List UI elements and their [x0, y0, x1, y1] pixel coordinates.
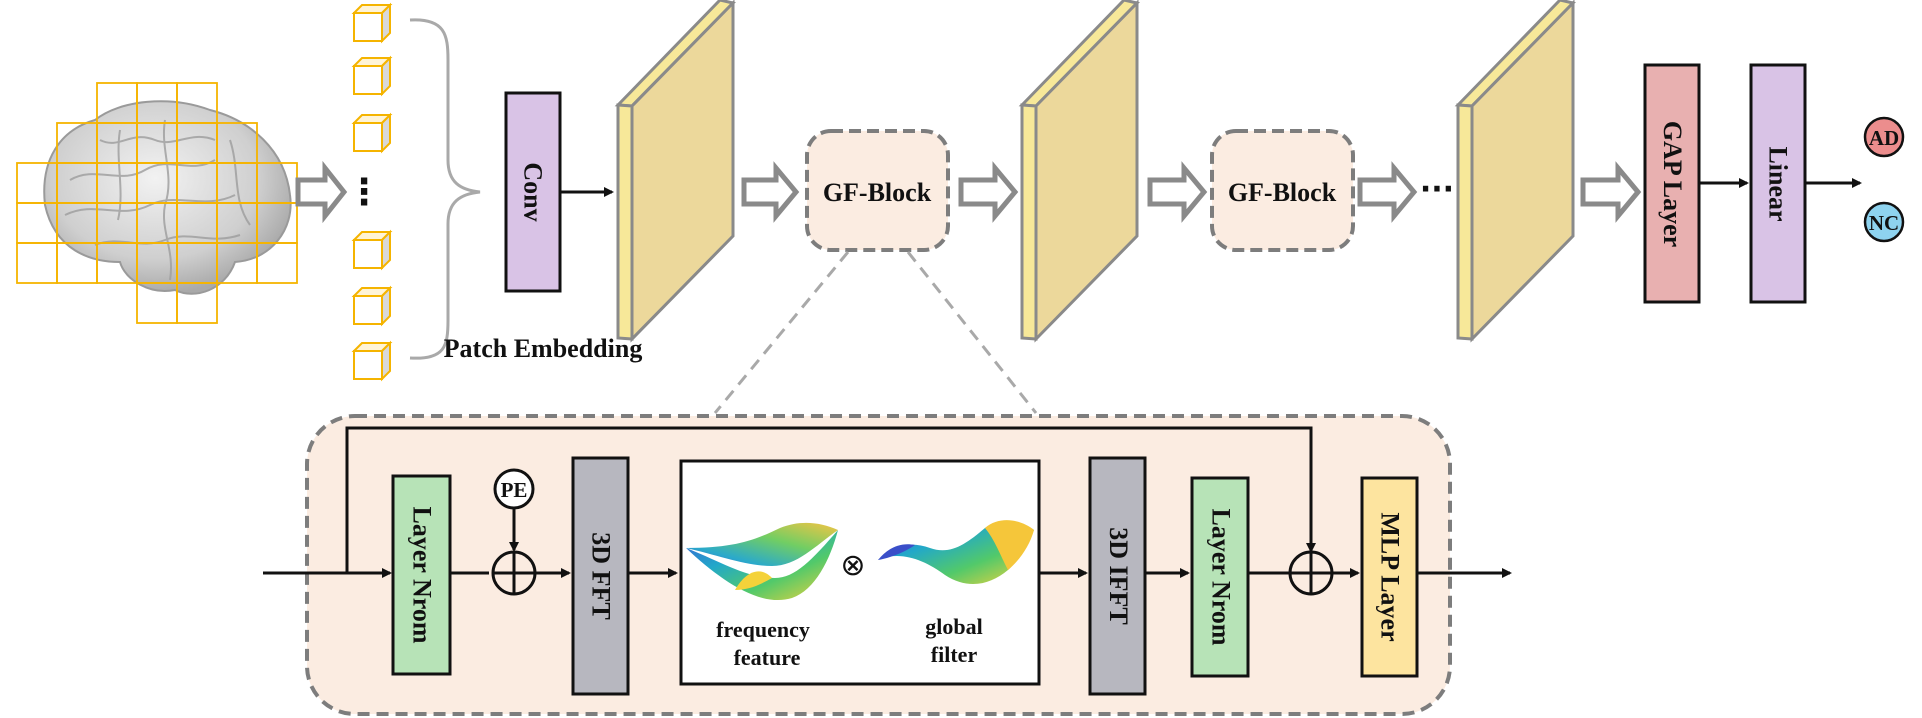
- hollow-arrow-3: [958, 161, 1019, 223]
- patch-cell: [176, 282, 218, 324]
- pe-label: PE: [501, 478, 528, 502]
- output-ad-circle: [1863, 116, 1905, 158]
- layer-norm-1-label: Layer Nrom: [407, 506, 437, 644]
- frequency-feature-label-2: feature: [734, 645, 801, 670]
- patch-cube: [351, 229, 393, 271]
- add-node-1: [491, 550, 537, 596]
- patch-cube: [351, 55, 393, 97]
- detail-connector-right: [906, 251, 1038, 414]
- patch-cell: [16, 242, 58, 284]
- output-ad-label: AD: [1869, 126, 1899, 150]
- skip-connection: [345, 426, 1316, 573]
- mlp-layer-box: [1360, 476, 1419, 678]
- continuation-ellipsis: ···: [1420, 172, 1454, 207]
- gf-block-1-label: GF-Block: [823, 178, 932, 207]
- patch-grid: [16, 82, 298, 324]
- layer-norm-2-label: Layer Nrom: [1206, 508, 1235, 646]
- add-node-2: [1288, 550, 1334, 596]
- conv-label: Conv: [519, 162, 548, 222]
- hollow-arrow-5: [1357, 161, 1418, 223]
- global-filter-label-1: global: [925, 614, 982, 639]
- linear-box: [1749, 63, 1807, 304]
- brace: [409, 18, 481, 360]
- frequency-feature-label-1: frequency: [716, 617, 810, 642]
- gf-block-2-label: GF-Block: [1228, 178, 1337, 207]
- output-nc-circle: [1863, 201, 1905, 243]
- layer-norm-2-box: [1190, 476, 1250, 678]
- fft-box: [571, 456, 630, 696]
- detail-connector-left: [713, 251, 850, 414]
- gf-block-1: [805, 129, 950, 252]
- output-nc-label: NC: [1869, 211, 1899, 235]
- patch-cube: [351, 2, 393, 44]
- linear-label: Linear: [1764, 145, 1794, 222]
- hollow-arrow-1: [295, 160, 348, 224]
- feature-map-2: [1018, 0, 1140, 343]
- patch-embedding-label: Patch Embedding: [444, 334, 643, 363]
- brain-mri-image: [43, 100, 292, 295]
- hollow-arrow-4: [1147, 161, 1208, 223]
- gap-layer-label: GAP Layer: [1658, 120, 1687, 247]
- multiply-symbol: ⊗: [840, 548, 865, 583]
- layer-norm-1-box: [391, 474, 452, 676]
- mlp-layer-label: MLP Layer: [1375, 512, 1405, 642]
- frequency-feature-surface: [686, 522, 838, 601]
- ifft-box: [1088, 456, 1147, 696]
- global-filter-label-2: filter: [931, 642, 978, 667]
- hollow-arrow-2: [741, 161, 800, 223]
- feature-map-3: [1454, 0, 1576, 343]
- patch-cubes: [351, 2, 393, 382]
- patch-cube: [351, 340, 393, 382]
- patches-ellipsis: ⋮: [346, 172, 382, 213]
- ifft-label: 3D IFFT: [1103, 527, 1133, 625]
- hollow-arrow-6: [1580, 161, 1642, 223]
- patch-cube: [351, 112, 393, 154]
- fft-label: 3D FFT: [586, 532, 616, 620]
- global-filter-surface: [878, 520, 1034, 585]
- patch-cell: [256, 242, 298, 284]
- patch-cube: [351, 285, 393, 327]
- feature-map-1: [614, 0, 736, 343]
- gf-block-2: [1210, 129, 1355, 252]
